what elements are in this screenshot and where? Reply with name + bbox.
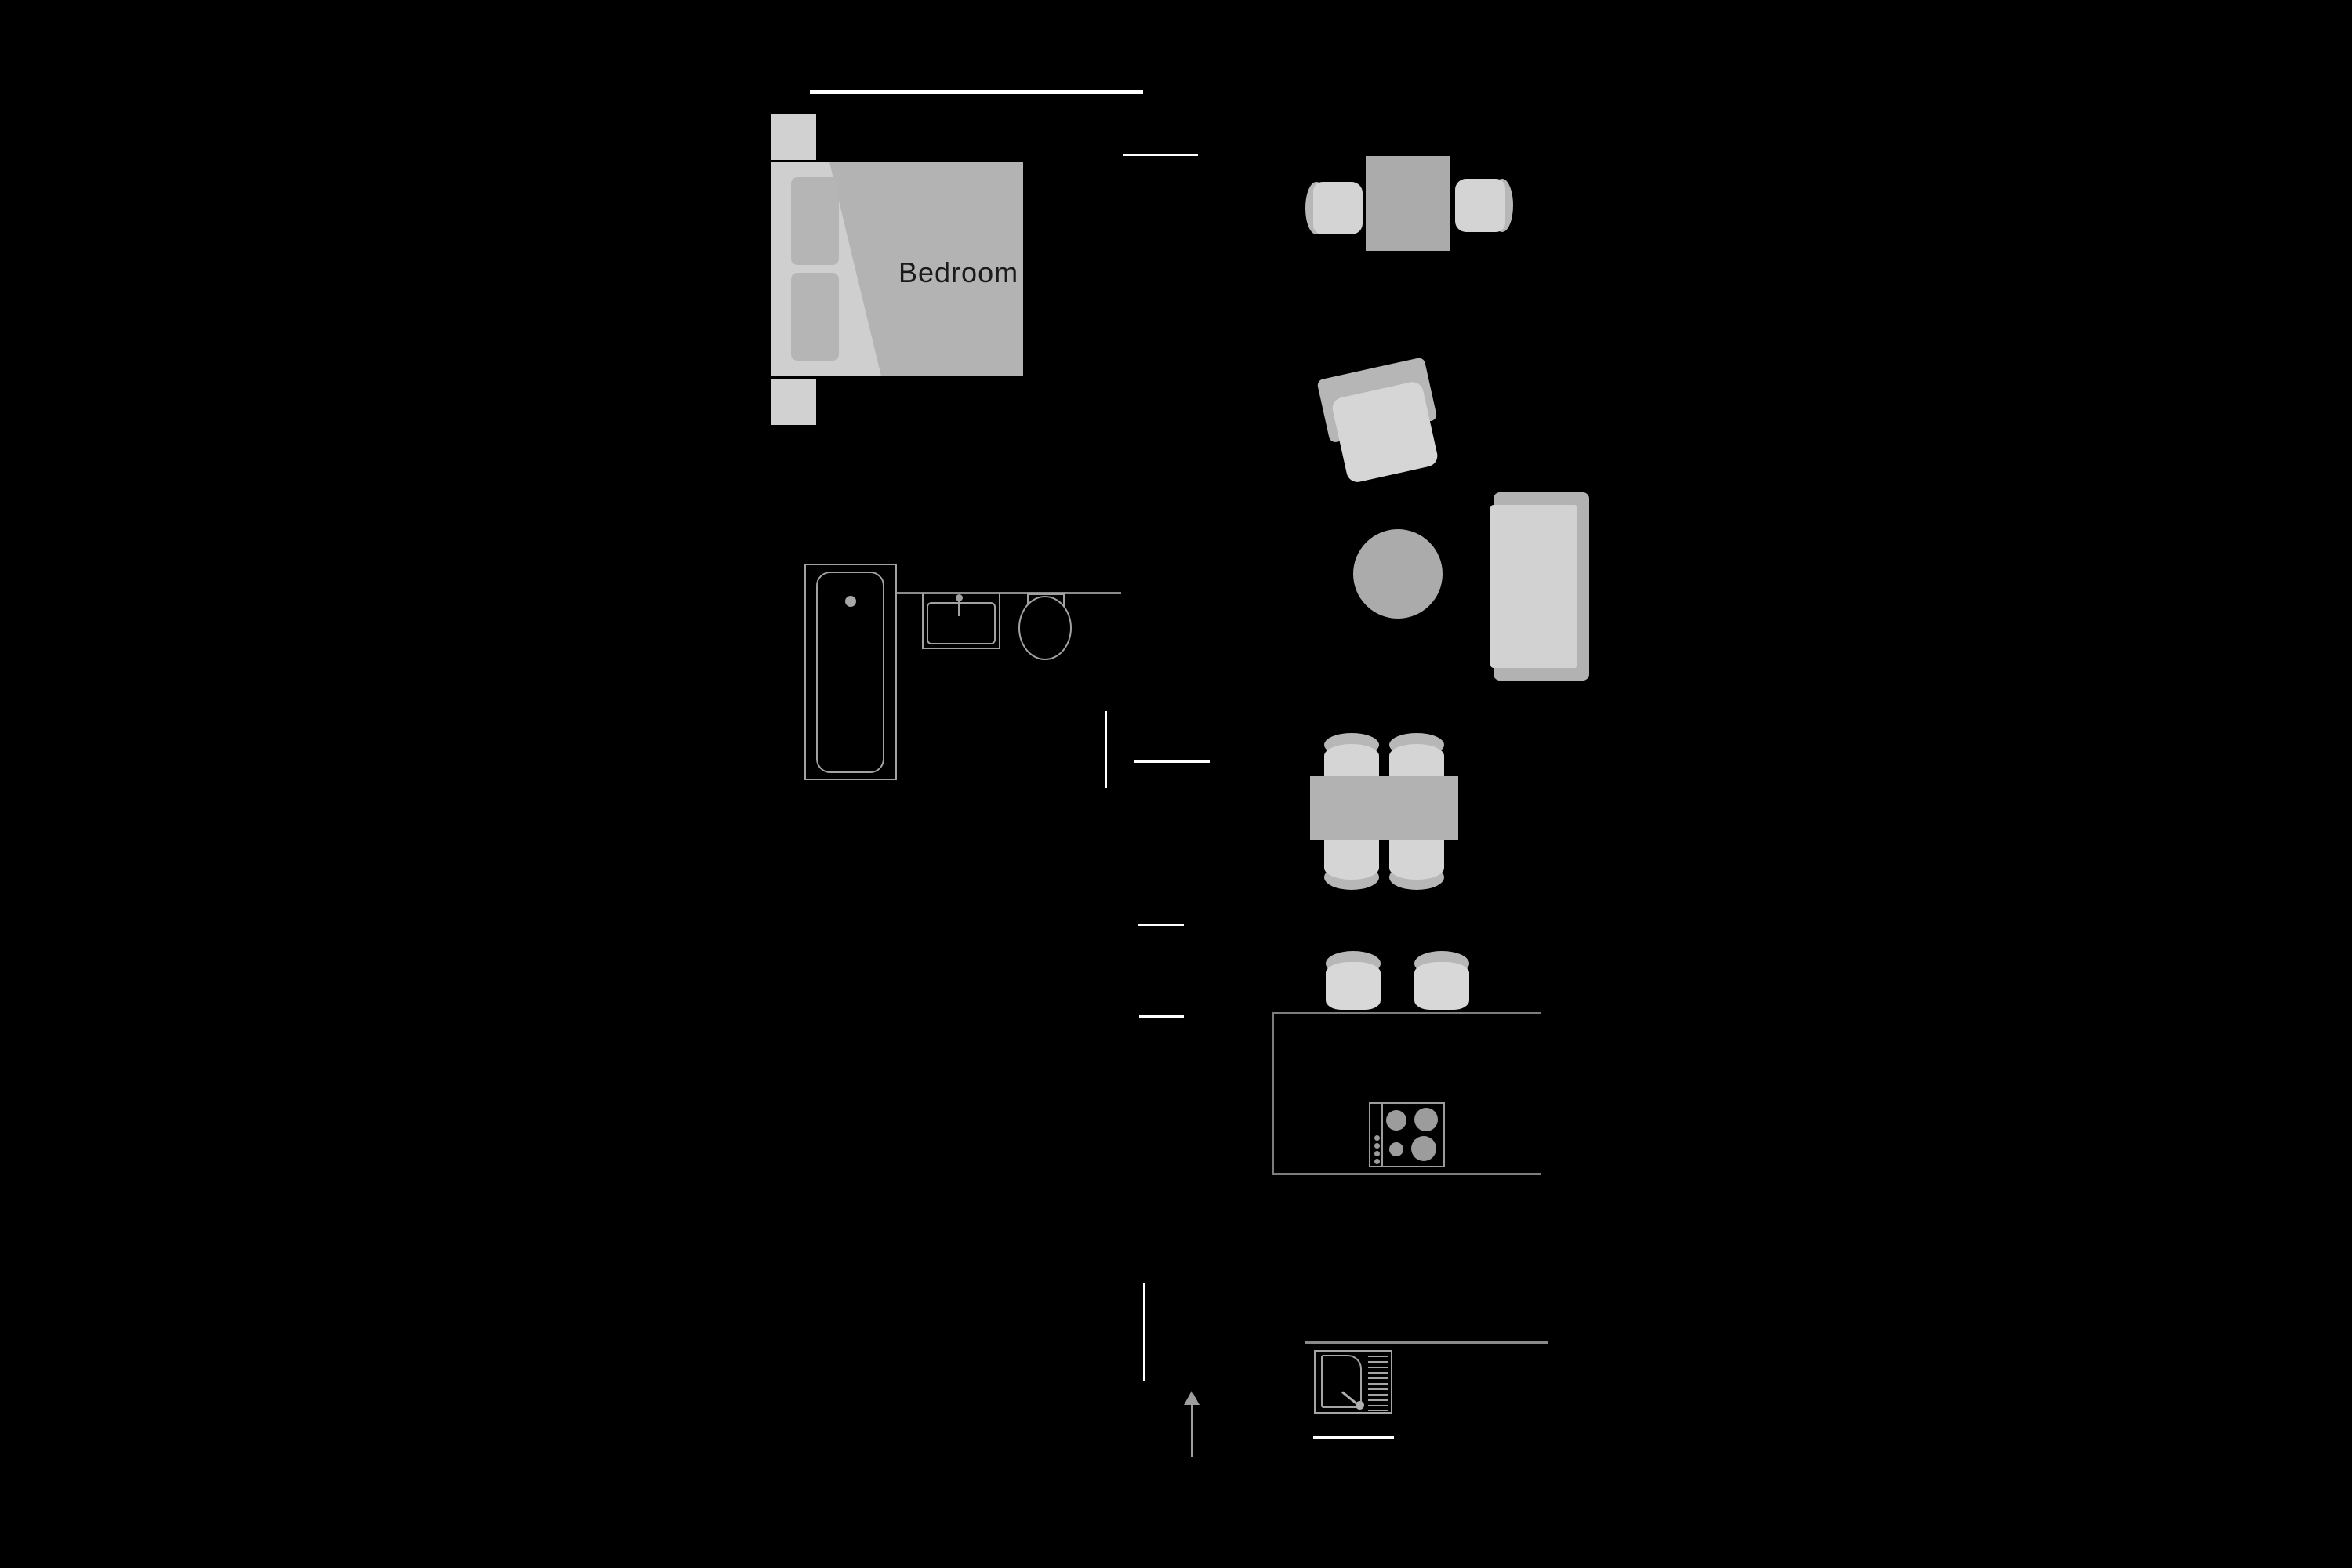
stool-seat — [1414, 962, 1469, 1010]
stool-seat — [1326, 962, 1381, 1010]
bar-stool-right — [1414, 951, 1469, 1010]
stool-seat — [1389, 744, 1444, 778]
bed-pillow-bottom — [791, 273, 839, 361]
wall-segment-bedroom-top — [810, 90, 1143, 94]
bar-stool-left — [1326, 951, 1381, 1010]
dining-stool-top-left — [1324, 733, 1379, 778]
washer-vent-line — [1368, 1367, 1388, 1368]
bed-pillow-top — [791, 177, 839, 265]
sink-basin — [927, 602, 996, 644]
washer-vent-line — [1368, 1405, 1388, 1406]
stool-seat — [1324, 744, 1379, 778]
cooktop-knob — [1374, 1143, 1380, 1149]
dining-stool-top-right — [1389, 733, 1444, 778]
room-label-bedroom: Bedroom — [898, 256, 1019, 289]
washer-handle-knob — [1356, 1401, 1364, 1410]
stool-seat — [1389, 840, 1444, 880]
sink-faucet — [956, 594, 963, 601]
washer-vent-line — [1368, 1394, 1388, 1396]
wall-segment-hall-horizontal — [1134, 760, 1210, 763]
bathtub-drain — [845, 596, 856, 607]
wall-segment-hall-vertical — [1105, 711, 1107, 788]
toilet-bowl — [1018, 596, 1072, 660]
coffee-table — [1353, 529, 1443, 619]
wall-segment-mid-2 — [1139, 1015, 1184, 1018]
stool-seat — [1313, 182, 1363, 234]
cooktop-knob — [1374, 1159, 1380, 1164]
bathroom-wall — [897, 592, 1121, 594]
washer-vent-line — [1368, 1388, 1388, 1390]
nightstand-top — [771, 114, 816, 160]
bistro-stool-right — [1455, 179, 1513, 232]
washer-vent-line — [1368, 1410, 1388, 1411]
cooktop-burner — [1389, 1142, 1403, 1156]
washer — [1314, 1350, 1392, 1414]
wall-segment-top-right — [1123, 154, 1198, 156]
dining-stool-bottom-left — [1324, 840, 1379, 890]
cooktop-knob — [1374, 1135, 1380, 1141]
sink-vanity — [922, 593, 1000, 649]
wall-segment-mid-1 — [1138, 924, 1184, 926]
kitchen-wall — [1305, 1341, 1548, 1344]
wall-segment-bottom — [1313, 1436, 1394, 1439]
nightstand-bottom — [771, 379, 816, 425]
kitchen-island — [1272, 1012, 1541, 1175]
bathtub-inner — [816, 572, 884, 773]
dining-table — [1310, 776, 1458, 840]
cooktop-knob — [1374, 1151, 1380, 1156]
washer-vent-line — [1368, 1377, 1388, 1379]
stool-seat — [1324, 840, 1379, 880]
sink-faucet-stem — [958, 600, 960, 616]
armchair — [1316, 351, 1452, 488]
bistro-stool-left — [1305, 182, 1363, 234]
bed — [771, 162, 1023, 376]
entrance-arrow-head — [1184, 1391, 1200, 1405]
sofa-seat — [1490, 505, 1577, 668]
washer-vent-line — [1368, 1372, 1388, 1374]
sofa — [1489, 492, 1591, 681]
cooktop-burner — [1414, 1108, 1438, 1131]
cooktop — [1369, 1102, 1445, 1167]
armchair-seat — [1330, 379, 1440, 485]
wall-segment-entry-vertical — [1143, 1283, 1145, 1381]
cooktop-panel-divider — [1381, 1104, 1383, 1166]
cooktop-burner — [1411, 1136, 1436, 1161]
washer-vent-line — [1368, 1361, 1388, 1363]
entrance-arrow-line — [1191, 1403, 1193, 1457]
cooktop-burner — [1386, 1110, 1406, 1131]
washer-vent-line — [1368, 1356, 1388, 1357]
washer-vent-line — [1368, 1383, 1388, 1385]
washer-door — [1321, 1355, 1362, 1408]
stool-seat — [1455, 179, 1505, 232]
dining-stool-bottom-right — [1389, 840, 1444, 890]
bathtub-outer — [804, 564, 897, 780]
bistro-table — [1366, 156, 1450, 251]
washer-vent-line — [1368, 1399, 1388, 1401]
